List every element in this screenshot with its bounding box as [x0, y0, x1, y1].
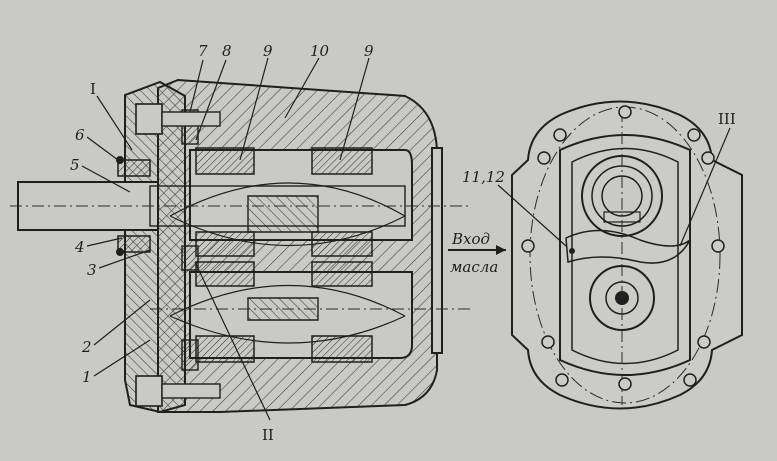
bolt-hole	[553, 128, 567, 142]
upper-gear-left	[195, 147, 255, 175]
lower-gear-arc	[169, 284, 406, 317]
shaft-seal-bottom	[117, 235, 151, 253]
lower-gear-left-low	[195, 335, 255, 363]
bolt-top	[135, 103, 163, 135]
label-roman-2: II	[262, 426, 274, 444]
inlet-label-2: масла	[450, 258, 498, 276]
bolt-hole	[618, 105, 632, 119]
lower-gear-arc-2	[169, 315, 406, 344]
label-9-right: 9	[364, 42, 374, 60]
label-6: 6	[75, 126, 85, 144]
inlet-arrow-head	[496, 245, 506, 255]
label-10: 10	[310, 42, 330, 60]
leader-lines	[81, 57, 370, 421]
seal-ring-bottom	[116, 248, 124, 256]
label-7: 7	[198, 42, 208, 60]
bolt-holes	[521, 105, 725, 391]
upper-gear-arc	[169, 182, 406, 217]
label-1: 1	[82, 368, 92, 386]
section-view: 7 8 9 10 9 I 6 5 4 3 2 1 II	[10, 42, 470, 444]
label-2: 2	[81, 338, 92, 356]
inlet-annotation: Вход масла	[448, 230, 506, 276]
shaft-seal-top	[117, 159, 151, 177]
bolt-bottom-stem	[161, 383, 221, 399]
plate-pin	[569, 248, 575, 254]
flange-outline	[511, 100, 743, 410]
upper-gear-hub	[247, 195, 319, 233]
label-roman-1: I	[90, 80, 96, 98]
label-5: 5	[70, 156, 80, 174]
bolt-hole	[618, 377, 632, 391]
leader-roman-3	[679, 127, 731, 247]
bushing-mid	[181, 245, 199, 271]
plate-11-12	[565, 229, 691, 264]
bolt-hole	[521, 239, 535, 253]
label-11-12: 11,12	[462, 168, 505, 186]
label-roman-3: III	[718, 110, 736, 128]
body-ring	[559, 134, 691, 376]
leader-11-12	[497, 184, 567, 247]
bolt-hole	[537, 151, 551, 165]
label-8: 8	[222, 42, 232, 60]
lower-gear-right	[311, 261, 373, 287]
lower-gear-left	[195, 261, 255, 287]
end-view: 11,12 III	[462, 100, 743, 410]
seal-ring-top	[116, 156, 124, 164]
bolt-hole	[697, 335, 711, 349]
label-3: 3	[87, 261, 97, 279]
upper-gear-arc-2	[169, 215, 406, 247]
rear-cap	[431, 147, 443, 354]
bolt-hole	[687, 128, 701, 142]
lower-gear-right-low	[311, 335, 373, 363]
bolt-bottom	[135, 375, 163, 407]
bolt-top-stem	[161, 111, 221, 127]
bushing-bottom	[181, 339, 199, 371]
label-4: 4	[74, 238, 85, 256]
bolt-hole	[683, 373, 697, 387]
inlet-label-1: Вход	[451, 230, 490, 248]
bolt-hole	[701, 151, 715, 165]
upper-gear-right-low	[311, 231, 373, 257]
bolt-hole	[541, 335, 555, 349]
bolt-hole	[711, 239, 725, 253]
inner-ring	[571, 147, 679, 365]
label-9-left: 9	[263, 42, 273, 60]
upper-gear-left-low	[195, 231, 255, 257]
bolt-hole	[555, 373, 569, 387]
